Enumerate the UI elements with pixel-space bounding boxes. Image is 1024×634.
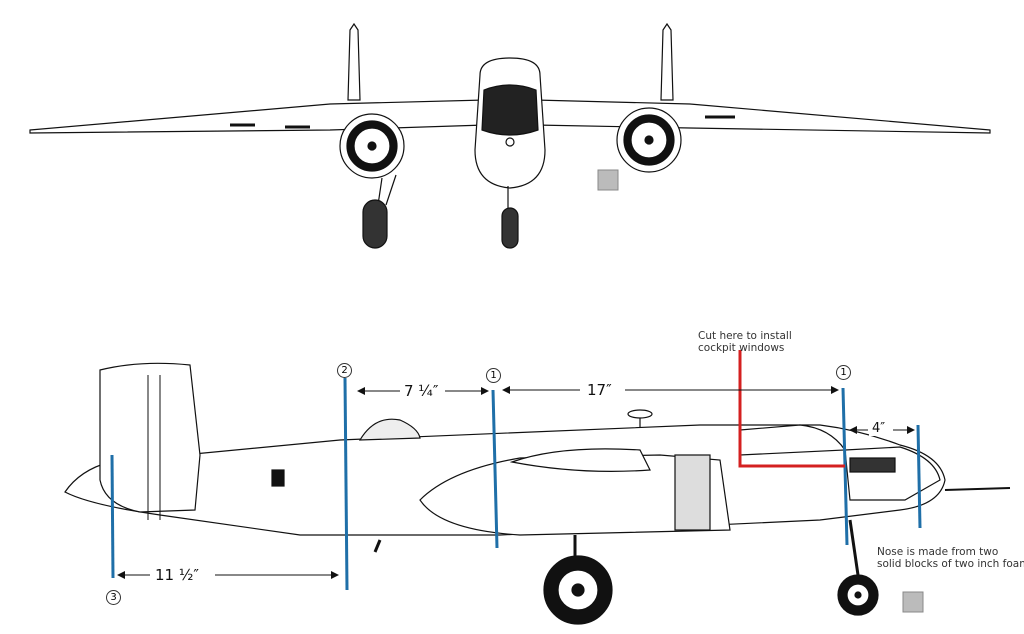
station-marker-1-aft: 1 <box>486 368 501 383</box>
nose-note: Nose is made from two solid blocks of tw… <box>877 546 1024 570</box>
side-view <box>64 362 1011 625</box>
right-wing <box>534 99 991 134</box>
tail-fin <box>99 362 201 513</box>
dimension-17: 17″ <box>584 381 615 399</box>
station-marker-2: 2 <box>337 363 352 378</box>
left-main-wheel <box>362 199 388 249</box>
nose-wheel-front <box>501 207 519 249</box>
nose-note-line1: Nose is made from two <box>877 546 999 558</box>
top-turret <box>358 418 421 441</box>
dimension-11-half: 11 ½″ <box>152 566 202 584</box>
station-marker-1-fwd: 1 <box>836 365 851 380</box>
station-lines <box>110 377 922 591</box>
dimension-4: 4″ <box>869 421 889 436</box>
nose-block-line <box>916 424 922 529</box>
right-fin <box>660 22 674 101</box>
station-marker-3: 3 <box>106 590 121 605</box>
cut-note-line2: cockpit windows <box>698 342 785 354</box>
cut-note-line1: Cut here to install <box>698 330 792 342</box>
nose-note-line2: solid blocks of two inch foam <box>877 558 1024 570</box>
dimension-7-quarter: 7 ¼″ <box>401 382 442 400</box>
left-wing <box>29 99 486 134</box>
station-3-line <box>110 454 115 579</box>
station-1-aft-line <box>491 389 499 549</box>
cut-note: Cut here to install cockpit windows <box>698 330 792 354</box>
station-2-line <box>343 377 349 591</box>
dimension-arrows <box>117 386 915 579</box>
front-view <box>29 22 991 249</box>
left-fin <box>347 22 361 101</box>
cut-line <box>738 350 845 468</box>
